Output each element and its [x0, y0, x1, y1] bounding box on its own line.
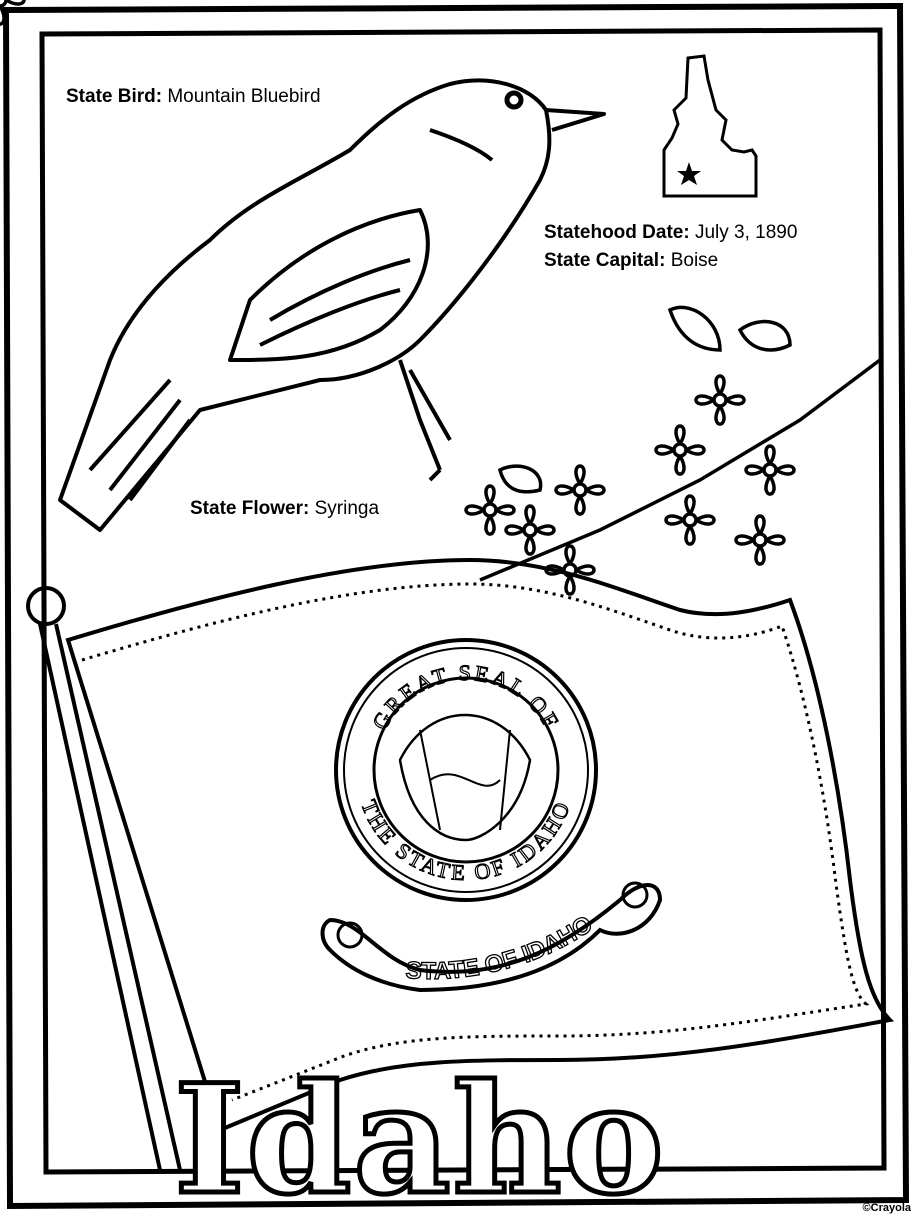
- syringa-flowers-illustration: [0, 0, 882, 596]
- state-flower-value: Syringa: [314, 498, 380, 519]
- capital-star-icon: [677, 162, 701, 185]
- flag-pole: [26, 586, 182, 1171]
- state-bird-value: Mountain Bluebird: [167, 86, 321, 107]
- seal-banner-scroll: [320, 881, 663, 993]
- statehood-date-fact: Statehood Date: July 3, 1890: [544, 222, 797, 244]
- state-bird-label: State Bird:: [66, 86, 163, 107]
- state-flower-fact: State Flower: Syringa: [190, 498, 379, 520]
- statehood-date-label: Statehood Date:: [544, 222, 690, 243]
- state-capital-label: State Capital:: [544, 250, 666, 271]
- page-title: Idaho: [172, 1060, 666, 1210]
- idaho-flag: [65, 557, 895, 1133]
- state-capital-fact: State Capital: Boise: [544, 250, 718, 272]
- page-title-text: Idaho: [174, 1060, 665, 1210]
- copyright-notice: ©Crayola: [862, 1202, 911, 1214]
- state-bird-fact: State Bird: Mountain Bluebird: [66, 86, 321, 108]
- seal-banner-text: STATE OF IDAHO: [405, 911, 598, 985]
- mountain-bluebird-illustration: [58, 78, 606, 532]
- state-flower-label: State Flower:: [190, 498, 310, 519]
- idaho-map-icon: [662, 54, 758, 198]
- state-capital-value: Boise: [670, 250, 719, 271]
- statehood-date-value: July 3, 1890: [694, 222, 798, 243]
- great-seal-of-idaho: [334, 638, 598, 902]
- seal-outer-top-text: GREAT SEAL OF: [367, 660, 565, 734]
